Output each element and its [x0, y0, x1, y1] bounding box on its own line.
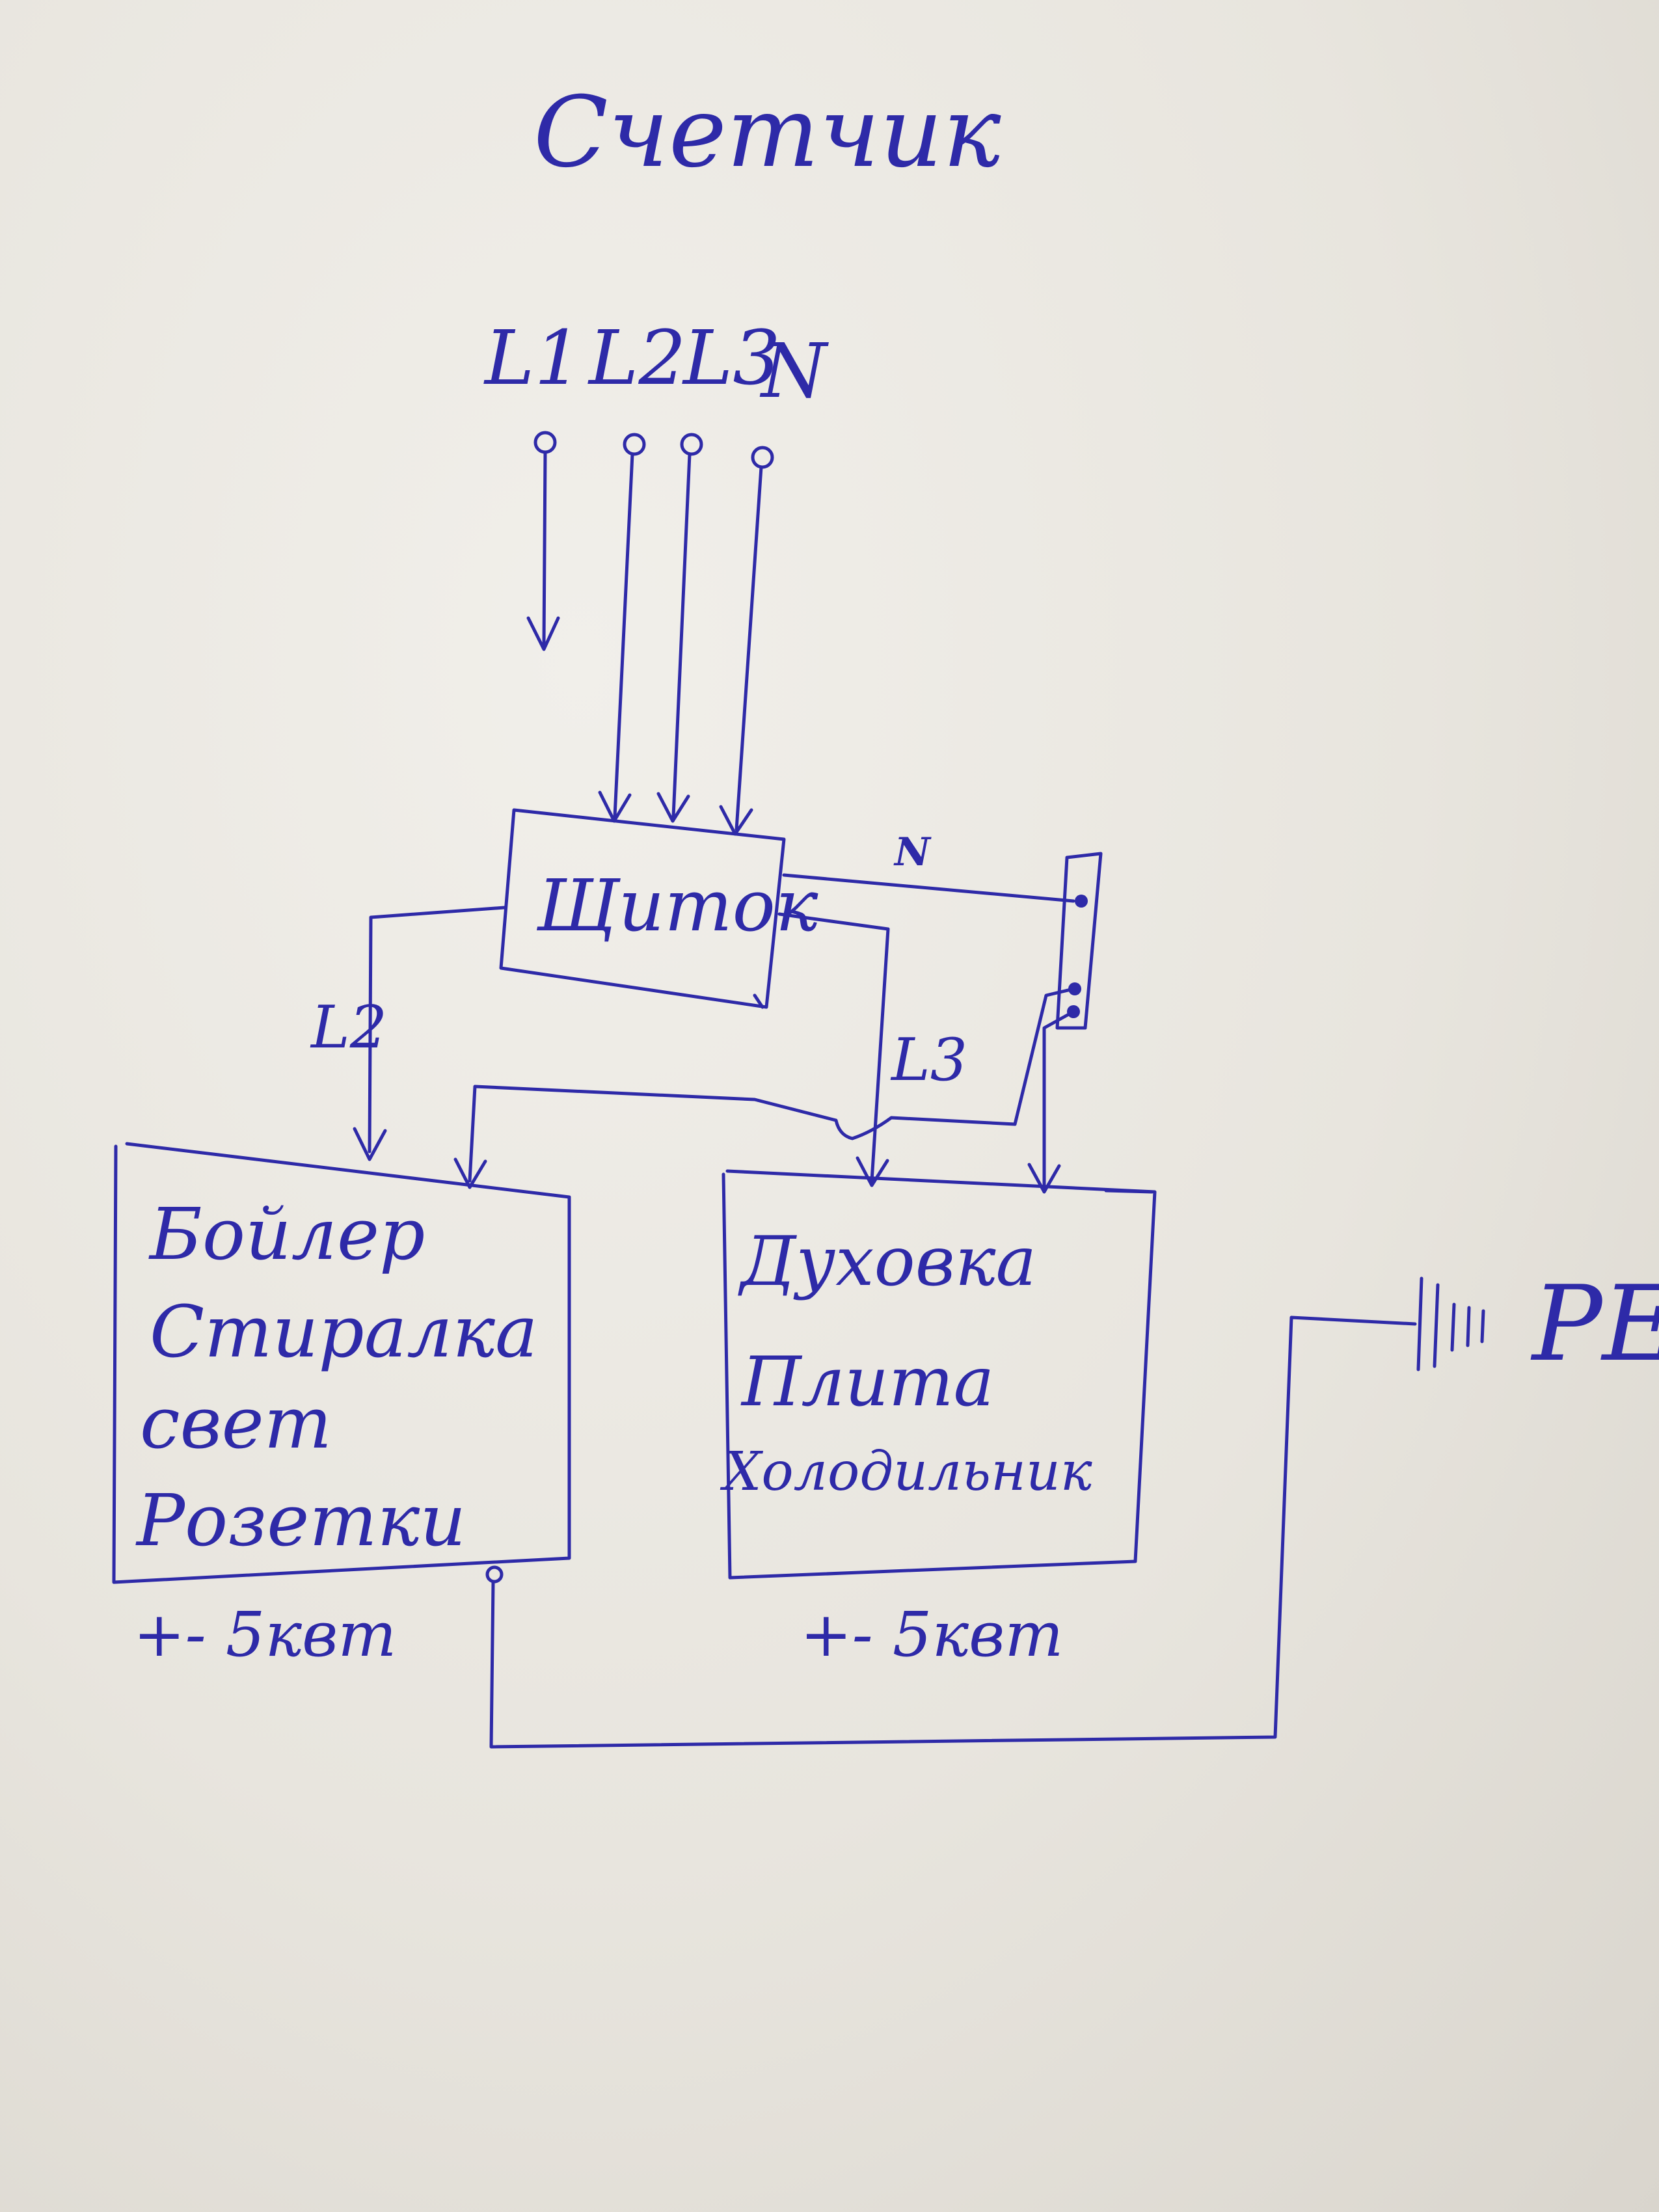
- input-label-l2: L2: [587, 315, 686, 402]
- ground-symbol-bar-3: [1450, 1302, 1456, 1352]
- left-group-box: [112, 1142, 571, 1584]
- bus-terminal-1: [1075, 895, 1088, 908]
- panel-box-tick: [753, 993, 764, 1009]
- wire-n-to-bus: [782, 873, 1075, 903]
- arrow-l3-out: [856, 1156, 889, 1187]
- right-group-item-3: Холодильник: [720, 1441, 1092, 1503]
- left-group-item-4: Розетки: [135, 1479, 466, 1562]
- terminal-l3: [680, 433, 703, 456]
- wire-l2-out: [368, 906, 506, 1153]
- wire-l3-in: [671, 452, 692, 818]
- wire-label-l2: L2: [310, 993, 387, 1062]
- input-label-n: N: [759, 328, 829, 415]
- ground-symbol-bar-4: [1466, 1306, 1471, 1347]
- ground-symbol-bar-1: [1416, 1276, 1423, 1371]
- wire-l2-in: [613, 452, 634, 818]
- right-group-power: +- 5квт: [800, 1599, 1063, 1671]
- arrow-l3-in: [656, 792, 690, 823]
- left-group-power: +- 5квт: [133, 1599, 396, 1671]
- neutral-bus-bar: [1055, 852, 1103, 1030]
- arrow-l1: [526, 616, 560, 651]
- wire-l1: [542, 450, 547, 646]
- arrow-l2-out: [353, 1127, 387, 1161]
- arrow-n-left-group: [453, 1157, 487, 1189]
- ground-symbol-bar-5: [1480, 1309, 1485, 1343]
- right-group-item-2: Плита: [740, 1342, 994, 1422]
- right-group-item-1: Духовка: [738, 1222, 1036, 1301]
- meter-title: Счетчик: [533, 76, 1001, 189]
- terminal-l2: [623, 433, 646, 456]
- wire-label-l3: L3: [890, 1026, 967, 1094]
- wire-l3-out: [777, 912, 890, 1183]
- arrow-n-right-group: [1027, 1163, 1061, 1194]
- panel-box: [499, 808, 786, 1009]
- wire-n-in: [735, 465, 763, 831]
- pe-junction: [485, 1565, 504, 1584]
- right-group-box: [722, 1169, 1157, 1580]
- wire-label-n: N: [893, 830, 932, 875]
- left-group-item-1: Бойлер: [148, 1193, 425, 1276]
- input-label-l3: L3: [682, 315, 781, 402]
- terminal-l1: [533, 431, 557, 454]
- ground-label: PE: [1530, 1263, 1659, 1384]
- right-group-box-top-tick: [1104, 1189, 1153, 1194]
- panel-label: Щиток: [536, 864, 818, 947]
- wire-pe: [489, 1315, 1417, 1749]
- ground-symbol-bar-2: [1433, 1283, 1440, 1368]
- wire-n-to-left-group: [468, 987, 1075, 1183]
- wire-n-to-right-group: [1042, 1010, 1075, 1189]
- input-label-l1: L1: [483, 315, 582, 402]
- left-group-item-3: свет: [140, 1381, 332, 1464]
- terminal-n: [751, 446, 774, 469]
- left-group-item-2: Стиралка: [150, 1290, 538, 1373]
